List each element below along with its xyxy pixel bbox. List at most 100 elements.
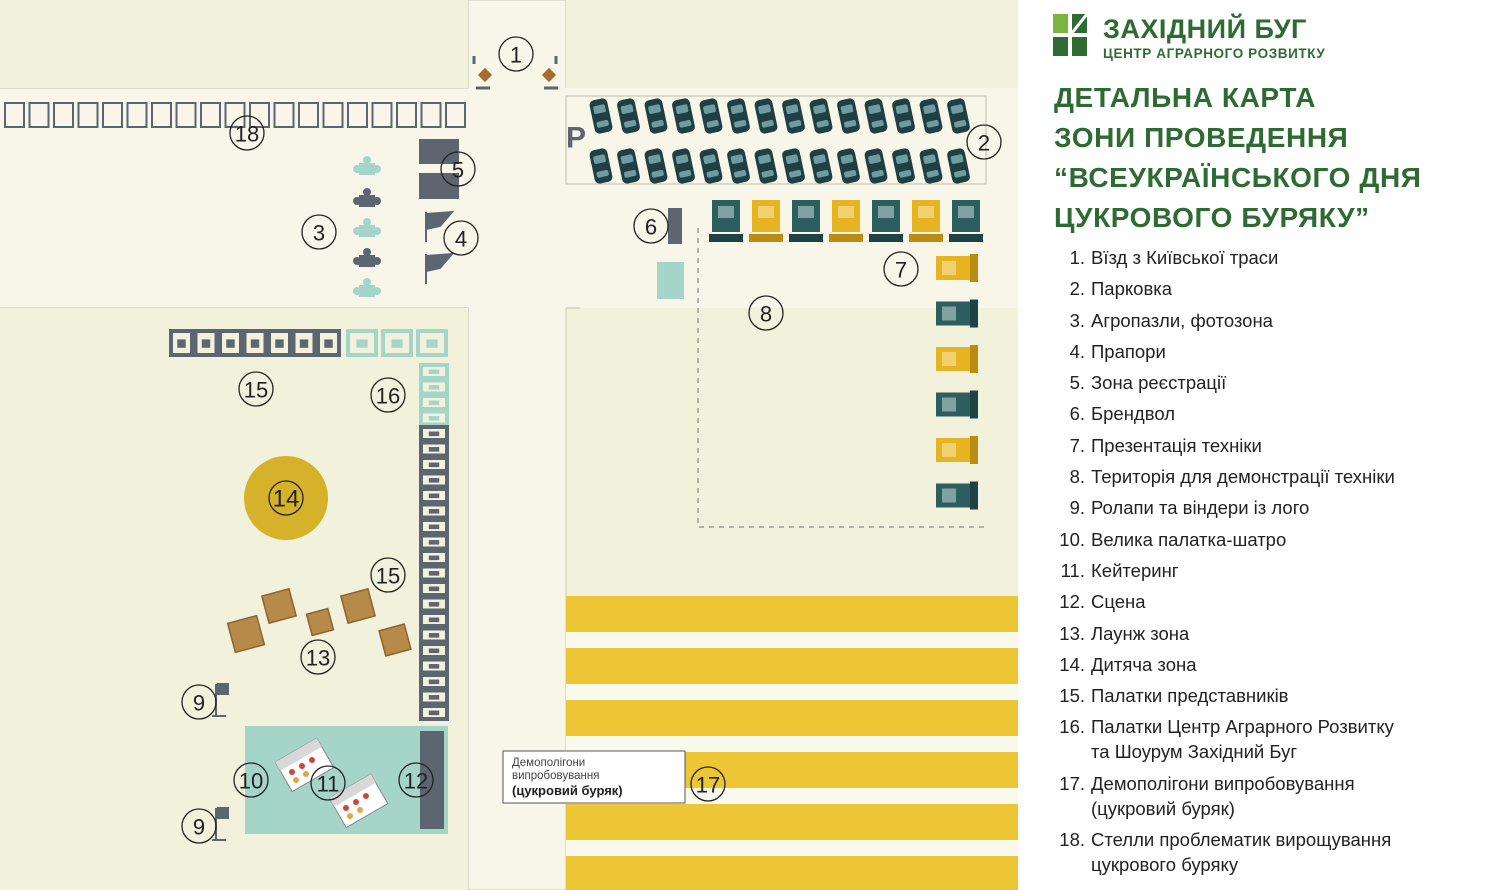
tractor-icon [709,200,743,242]
brand-name: ЗАХІДНИЙ БУГ [1103,14,1307,44]
puzzle-icon [353,218,381,237]
demo-sign-line: Демополігони [512,757,585,769]
car-icon [809,98,833,134]
stele [396,102,417,128]
zone-marker-7[interactable]: 7 [883,251,919,287]
agro-puzzles [353,156,381,297]
legend-text: Брендвол [1091,403,1176,425]
entry-gate [472,56,558,90]
tent-icon [291,329,317,357]
legend-number: 1. [1069,247,1085,268]
page-title: ДЕТАЛЬНА КАРТА ЗОНИ ПРОВЕДЕННЯ “ВСЕУКРАЇ… [1054,78,1494,238]
zone-number: 18 [235,122,259,147]
loader-icon [936,345,978,373]
stele [445,102,466,128]
zone-marker-9b[interactable]: 9 [181,808,217,844]
stele [126,102,148,128]
tractor-icon [936,299,978,328]
car-icon [672,98,695,134]
zone-marker-18[interactable]: 18 [229,115,265,151]
zone-number: 13 [306,646,330,671]
car-icon [837,98,860,134]
roads [0,0,1018,890]
zone-number: 7 [895,258,907,283]
zone-marker-17[interactable]: 17 [690,766,726,802]
tent-icon [267,329,292,357]
legend-item: 5.Зона реєстрації [1038,370,1498,395]
field-strip [566,596,1018,632]
zone-marker-3[interactable]: 3 [301,214,337,250]
flags [425,210,455,284]
zone-marker-11[interactable]: 11 [310,765,346,801]
tractor-icon [949,200,983,242]
brandwall [657,208,684,299]
legend-text: Лаунж зона [1091,622,1190,644]
tent-icon [419,657,449,675]
machines-column [936,254,978,510]
zone-number: 14 [273,486,300,513]
zone-marker-13[interactable]: 13 [300,639,336,675]
demo-territory [697,200,984,528]
logo-icon [1053,14,1089,56]
zone-marker-12[interactable]: 12 [398,762,434,798]
car-icon [864,98,888,134]
car-icon [617,98,640,134]
zone-marker-4[interactable]: 4 [443,220,479,256]
tent-icon [416,329,448,357]
loader-icon [936,436,978,464]
zone-marker-15b[interactable]: 15 [370,557,406,593]
tent-icon [218,329,243,357]
legend-number: 18. [1059,829,1085,851]
puzzle-icon [353,156,381,175]
zone-number: 15 [244,378,268,403]
zone-number: 11 [317,772,340,797]
flag-icon [425,252,455,284]
event-map[interactable]: P [0,0,1018,890]
stele [347,102,368,128]
zone-marker-16[interactable]: 16 [370,377,406,413]
zone-marker-9a[interactable]: 9 [181,684,217,720]
zone-marker-2[interactable]: 2 [966,124,1002,160]
car-icon [644,98,668,134]
tent-icon [419,518,449,535]
stele [77,102,99,128]
demo-sign-line: (цукровий буряк) [512,783,623,798]
stele [28,102,50,128]
tent-icon [419,378,449,396]
zone-marker-10[interactable]: 10 [233,762,269,798]
zone-number: 12 [404,769,428,794]
legend-item: 10.Велика палатка-шатро [1038,527,1498,552]
tractor-icon [869,200,903,242]
tent-icon [419,595,449,613]
zone-number: 4 [455,227,467,252]
puzzle-icon [353,248,381,267]
zone-marker-6[interactable]: 6 [633,208,669,244]
zone-marker-5[interactable]: 5 [440,151,476,187]
zone-marker-15a[interactable]: 15 [238,371,274,407]
legend-text: Кейтеринг [1091,559,1179,581]
legend-text: Сцена [1091,591,1146,613]
car-icon [919,98,943,134]
car-icon [782,148,805,184]
tent-icon [419,425,449,442]
car-icon [644,148,668,184]
zone-marker-1[interactable]: 1 [498,36,534,72]
legend-item: 2.Парковка [1038,276,1498,301]
zone-marker-14[interactable]: 14 [268,480,304,516]
tractor-icon [936,390,978,419]
tent-icon [419,580,449,597]
stele [420,102,442,128]
tent-icon [419,440,449,458]
tent-icon [419,704,449,721]
car-icon [672,148,695,184]
zone-number: 1 [510,43,522,68]
car-icon [782,98,805,134]
legend-text: Вїзд з Київської траси [1091,247,1279,268]
car-icon [699,98,723,134]
legend-item: 8.Територія для демонстрації техніки [1038,464,1498,489]
legend-item: 11.Кейтеринг [1038,558,1498,583]
zone-marker-8[interactable]: 8 [748,295,784,331]
